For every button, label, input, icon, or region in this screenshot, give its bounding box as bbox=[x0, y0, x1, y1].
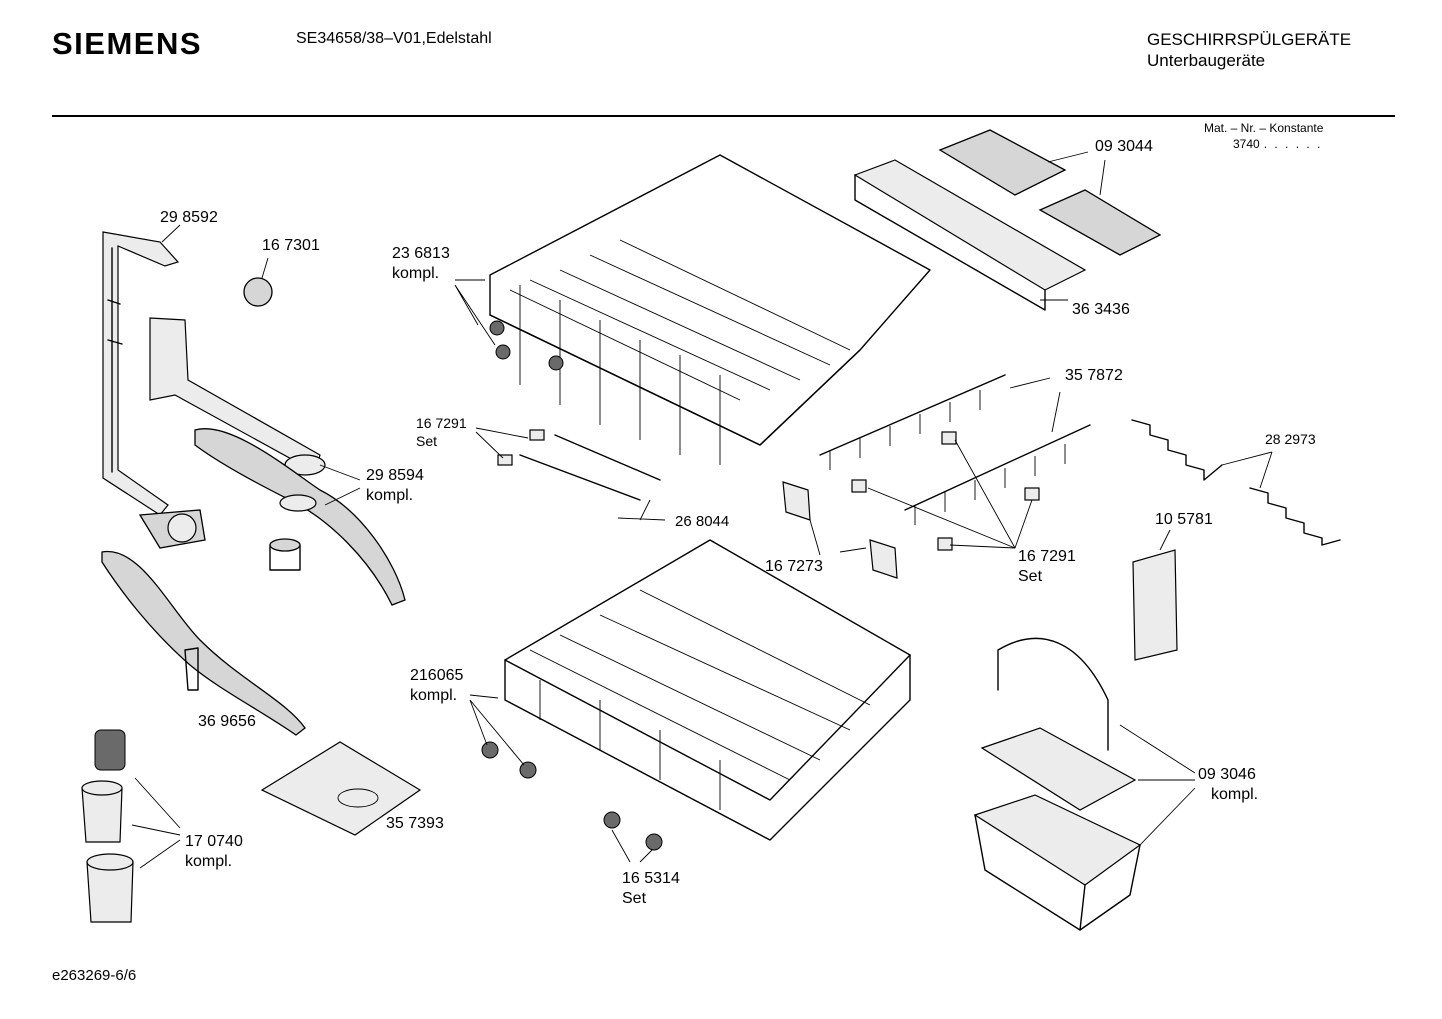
brand-logo: SIEMENS bbox=[52, 26, 203, 61]
part-number: 28 2973 bbox=[1265, 431, 1316, 447]
flat-filter-drawing bbox=[260, 741, 422, 836]
part-label-093046: 09 3046 kompl. bbox=[1198, 765, 1258, 805]
part-number: 35 7872 bbox=[1065, 367, 1123, 384]
part-label-298594: 29 8594 kompl. bbox=[366, 466, 424, 506]
part-label-282973: 28 2973 bbox=[1265, 429, 1316, 449]
part-suffix: kompl. bbox=[366, 487, 414, 504]
upper-basket-drawing bbox=[489, 154, 931, 465]
part-label-167301: 16 7301 bbox=[262, 236, 320, 256]
part-label-357872: 35 7872 bbox=[1065, 366, 1123, 386]
part-number: 10 5781 bbox=[1155, 511, 1213, 528]
drawing-reference: e263269-6/6 bbox=[52, 967, 137, 984]
stepped-rack-drawing bbox=[1131, 419, 1341, 546]
part-number: 29 8594 bbox=[366, 467, 424, 484]
part-label-105781: 10 5781 bbox=[1155, 510, 1213, 530]
clips-drawing bbox=[497, 429, 1040, 579]
part-number: 16 5314 bbox=[622, 870, 680, 887]
nozzle-drawing bbox=[243, 277, 273, 307]
material-constant: 3740. . . . . . bbox=[1233, 137, 1322, 151]
part-number: 29 8592 bbox=[160, 209, 218, 226]
filter-drawing bbox=[81, 729, 134, 923]
material-constant-value: 3740 bbox=[1233, 137, 1260, 151]
part-number: 36 3436 bbox=[1072, 301, 1130, 318]
part-number: 23 6813 bbox=[392, 245, 450, 262]
lower-basket-drawing bbox=[481, 539, 911, 851]
material-number-label: Mat. – Nr. – Konstante bbox=[1204, 121, 1324, 135]
part-label-167273: 16 7273 bbox=[765, 557, 823, 577]
part-number: 35 7393 bbox=[386, 815, 444, 832]
lower-spray-arm-drawing bbox=[101, 550, 306, 736]
part-number: 36 9656 bbox=[198, 713, 256, 730]
appliance-subcategory: Unterbaugeräte bbox=[1147, 51, 1266, 70]
part-suffix: Set bbox=[1018, 568, 1043, 585]
part-label-236813: 23 6813 kompl. bbox=[392, 244, 450, 284]
header-divider bbox=[52, 115, 1395, 117]
part-number: 26 8044 bbox=[675, 513, 730, 530]
lower-spray-arm-hub bbox=[184, 647, 199, 691]
part-number: 09 3044 bbox=[1095, 138, 1153, 155]
part-number: 16 7301 bbox=[262, 237, 320, 254]
part-suffix: kompl. bbox=[410, 687, 458, 704]
cutlery-basket-drawing bbox=[973, 637, 1142, 931]
part-label-363436: 36 3436 bbox=[1072, 300, 1130, 320]
part-suffix: kompl. bbox=[185, 853, 233, 870]
supply-pipe-drawing bbox=[102, 231, 206, 549]
part-number: 16 7291 bbox=[1018, 548, 1076, 565]
appliance-category: GESCHIRRSPÜLGERÄTE bbox=[1147, 30, 1352, 49]
part-suffix: kompl. bbox=[1211, 786, 1259, 803]
part-number: 16 7291 bbox=[416, 415, 467, 431]
upper-spray-arm-drawing bbox=[149, 317, 406, 606]
model-number: SE34658/38–V01,Edelstahl bbox=[296, 30, 492, 47]
part-label-268044: 26 8044 bbox=[675, 512, 729, 532]
part-label-357393: 35 7393 bbox=[386, 814, 444, 834]
part-number: 16 7273 bbox=[765, 558, 823, 575]
cup-rack-drawing bbox=[853, 129, 1162, 311]
part-label-170740: 17 0740 kompl. bbox=[185, 832, 243, 872]
part-suffix: kompl. bbox=[392, 265, 440, 282]
part-label-216065: 216065 kompl. bbox=[410, 666, 463, 706]
cutlery-holder-drawing bbox=[1132, 549, 1178, 661]
part-number: 216065 bbox=[410, 667, 464, 684]
material-constant-dots: . . . . . . bbox=[1263, 137, 1323, 151]
part-label-369656: 36 9656 bbox=[198, 712, 256, 732]
leader-lines bbox=[131, 151, 1273, 869]
part-number: 17 0740 bbox=[185, 833, 243, 850]
part-suffix: Set bbox=[416, 433, 438, 449]
part-label-298592: 29 8592 bbox=[160, 208, 218, 228]
part-number: 09 3046 bbox=[1198, 766, 1256, 783]
tine-rows-drawing bbox=[519, 374, 1091, 525]
part-suffix: Set bbox=[622, 890, 647, 907]
part-label-093044: 09 3044 bbox=[1095, 137, 1153, 157]
